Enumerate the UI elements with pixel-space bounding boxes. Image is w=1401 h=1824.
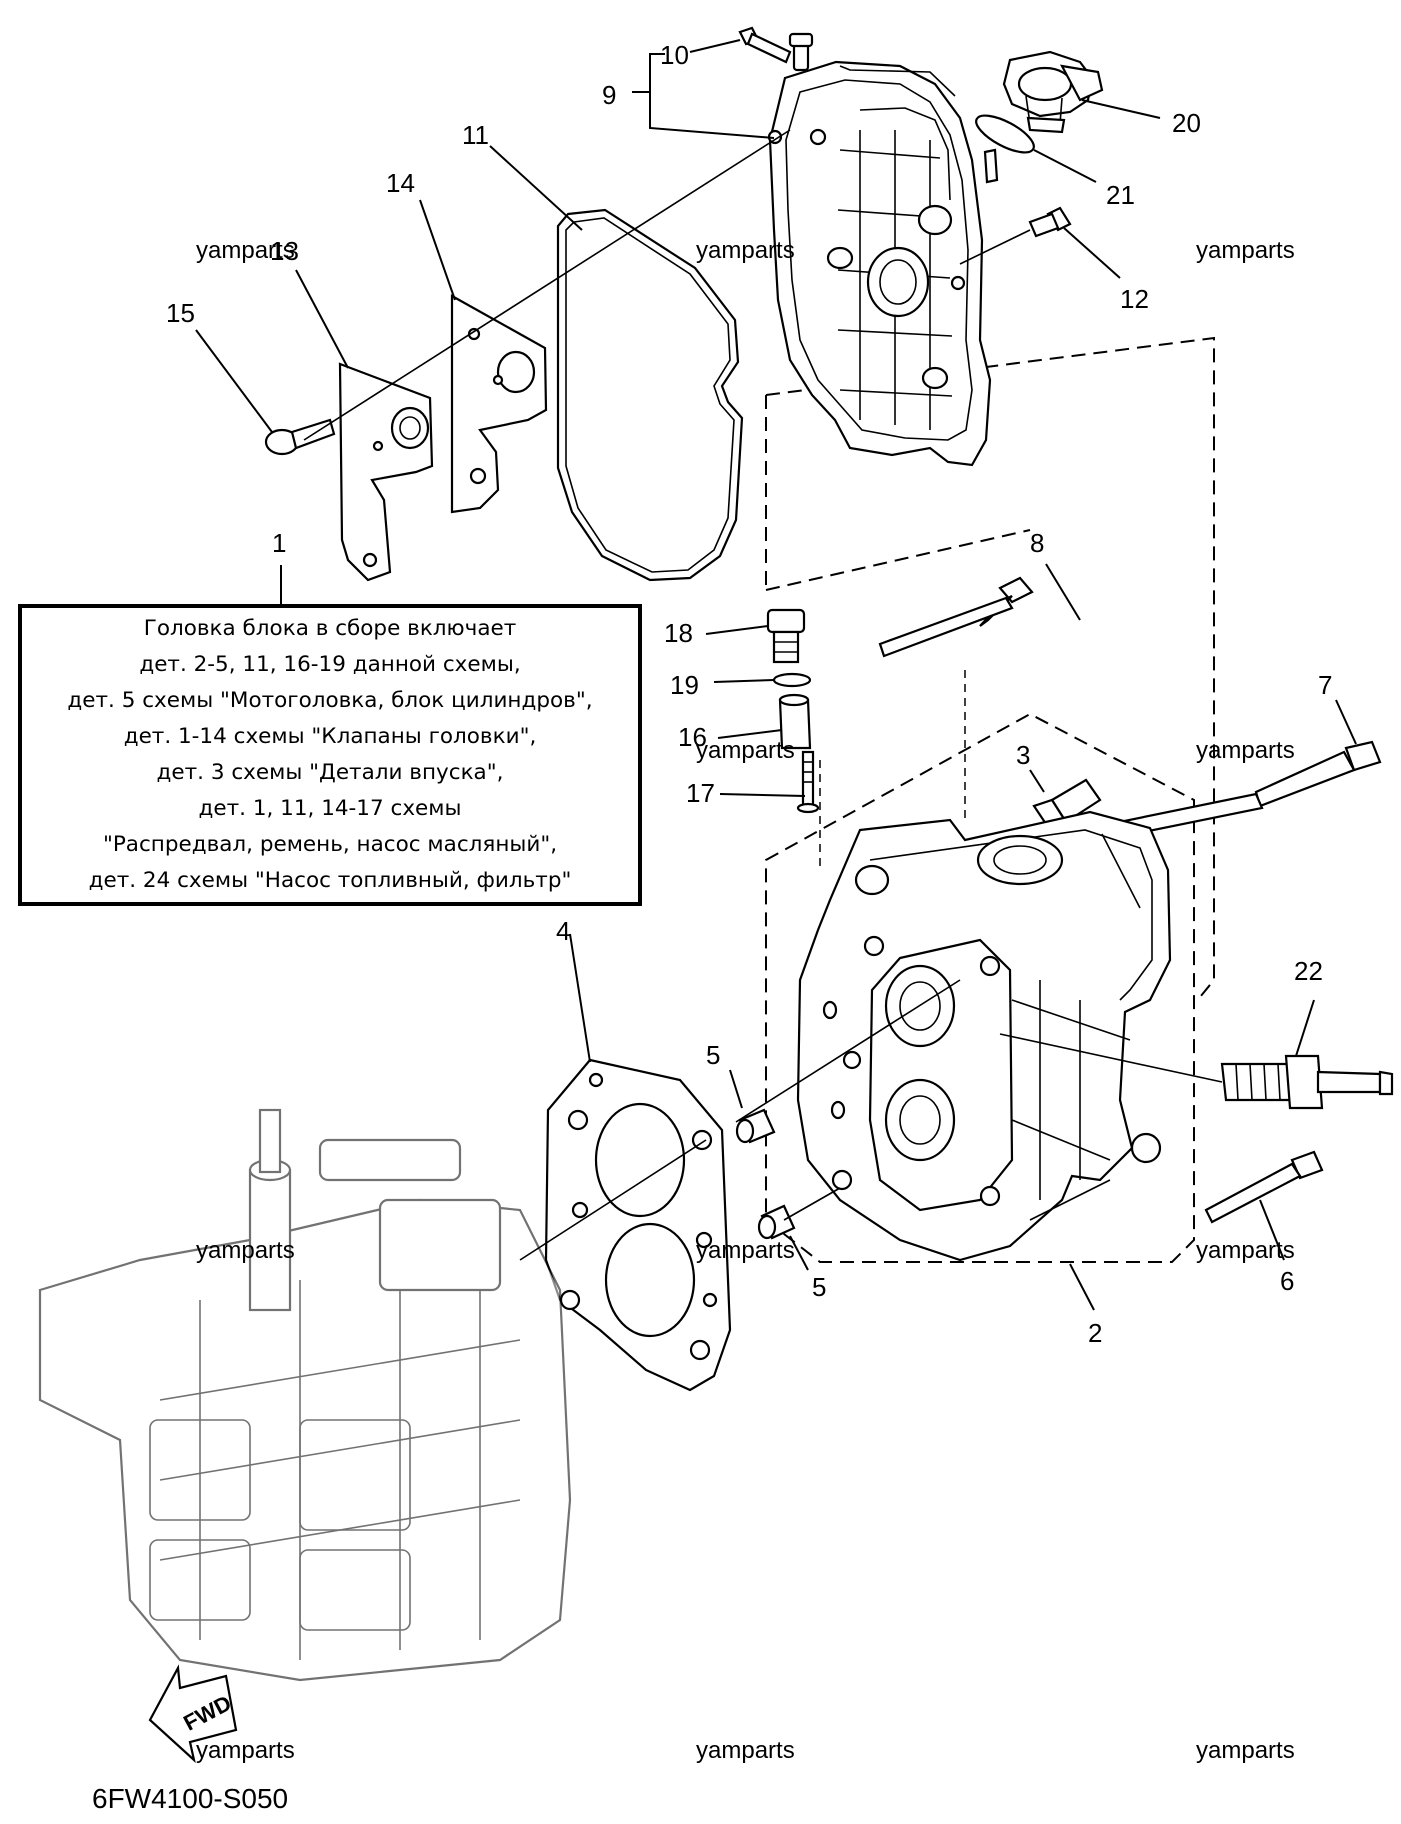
spark-plug-22 xyxy=(1220,1054,1394,1110)
rocker-cover xyxy=(767,32,999,467)
callout-22: 22 xyxy=(1294,956,1323,986)
plate-13 xyxy=(338,362,434,582)
callout-7: 7 xyxy=(1318,670,1332,700)
note-line: дет. 3 схемы "Детали впуска", xyxy=(156,760,504,785)
callout-1: 1 xyxy=(272,528,286,558)
callout-13: 13 xyxy=(270,236,299,266)
leader-lines xyxy=(195,39,1357,1311)
plate-14 xyxy=(450,294,548,514)
callout-16: 16 xyxy=(678,722,707,752)
callout-6: 6 xyxy=(1280,1266,1294,1296)
dowel-5-upper xyxy=(735,1108,776,1144)
oil-filler-cap-20 xyxy=(1002,50,1104,134)
watermark: yamparts xyxy=(696,737,795,764)
callout-17: 17 xyxy=(686,778,715,808)
watermark: yamparts xyxy=(696,1237,795,1264)
callout-12: 12 xyxy=(1120,284,1149,314)
diagram-code: 6FW4100-S050 xyxy=(92,1783,288,1814)
head-gasket-4 xyxy=(544,1058,732,1392)
bolt-12 xyxy=(1028,206,1072,238)
callout-19: 19 xyxy=(670,670,699,700)
watermark: yamparts xyxy=(196,237,295,264)
note-line: дет. 24 схемы "Насос топливный, фильтр" xyxy=(88,868,572,893)
watermark: yamparts xyxy=(1196,237,1295,264)
callout-2: 2 xyxy=(1088,1318,1102,1348)
callout-4: 4 xyxy=(556,916,570,946)
note-line: дет. 1-14 схемы "Клапаны головки", xyxy=(123,724,537,749)
plug-18 xyxy=(766,608,806,664)
callout-18: 18 xyxy=(664,618,693,648)
cylinder-block xyxy=(38,1108,572,1682)
watermark: yamparts xyxy=(1196,1737,1295,1764)
note-line: "Распредвал, ремень, насос масляный", xyxy=(102,832,558,857)
callout-5-lower: 5 xyxy=(812,1272,826,1302)
washer-19 xyxy=(772,672,812,688)
watermark: yamparts xyxy=(1196,1237,1295,1264)
callout-14: 14 xyxy=(386,168,415,198)
bolt-10 xyxy=(738,26,792,64)
callout-15: 15 xyxy=(166,298,195,328)
watermark: yamparts xyxy=(696,1737,795,1764)
watermark: yamparts xyxy=(696,237,795,264)
screw-15 xyxy=(264,418,336,456)
dowel-16 xyxy=(778,693,812,750)
watermark: yamparts xyxy=(1196,737,1295,764)
cover-gasket-11 xyxy=(556,208,744,582)
watermarks: yamparts yamparts yamparts yamparts yamp… xyxy=(196,237,1295,1764)
bolt-8 xyxy=(878,576,1034,658)
callout-8: 8 xyxy=(1030,528,1044,558)
callout-9: 9 xyxy=(602,80,616,110)
note-line: Головка блока в сборе включает xyxy=(143,616,517,641)
callout-10: 10 xyxy=(660,40,689,70)
callout-20: 20 xyxy=(1172,108,1201,138)
callout-numbers: 1 2 3 4 5 5 6 7 8 9 10 11 12 13 14 15 16… xyxy=(166,40,1332,1348)
watermark: yamparts xyxy=(196,1237,295,1264)
note-line: дет. 1, 11, 14-17 схемы xyxy=(198,796,462,821)
note-line: дет. 5 схемы "Мотоголовка, блок цилиндро… xyxy=(67,688,593,713)
note-line: дет. 2-5, 11, 16-19 данной схемы, xyxy=(139,652,521,677)
cylinder-head xyxy=(796,810,1172,1262)
callout-3: 3 xyxy=(1016,740,1030,770)
callout-21: 21 xyxy=(1106,180,1135,210)
assembly-note-box: Головка блока в сборе включает дет. 2-5,… xyxy=(18,604,642,906)
fwd-arrow: FWD xyxy=(148,1664,238,1764)
bolt-6 xyxy=(1204,1150,1324,1224)
dowel-5-lower xyxy=(757,1204,796,1240)
watermark: yamparts xyxy=(196,1737,295,1764)
callout-11: 11 xyxy=(462,120,489,150)
callout-5-upper: 5 xyxy=(706,1040,720,1070)
o-ring-21 xyxy=(975,114,1035,154)
stud-17 xyxy=(796,750,820,814)
collar-3 xyxy=(1032,778,1102,826)
